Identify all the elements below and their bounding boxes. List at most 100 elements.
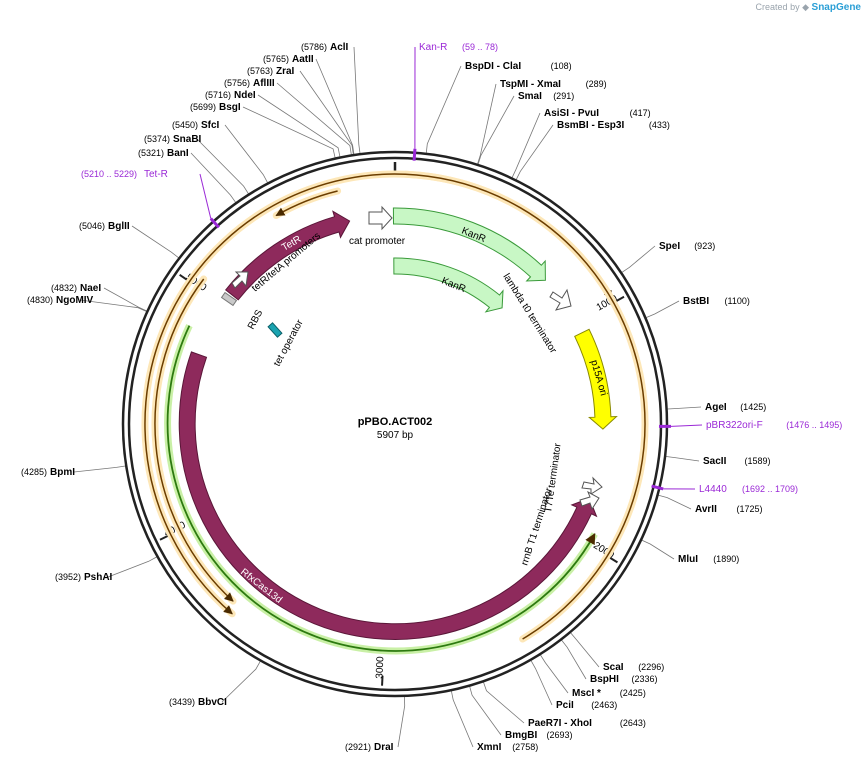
site-leader bbox=[107, 556, 157, 578]
restriction-site[interactable]: (5699)BsgI bbox=[190, 102, 241, 113]
tick-mark bbox=[159, 534, 170, 541]
site-leader bbox=[451, 691, 474, 748]
site-position: (2643) bbox=[620, 718, 646, 728]
primer-mark bbox=[412, 148, 417, 161]
restriction-site[interactable]: PciI(2463) bbox=[556, 700, 617, 711]
restriction-site[interactable]: SpeI(923) bbox=[659, 241, 715, 252]
restriction-site[interactable]: SacII(1589) bbox=[703, 456, 771, 467]
restriction-site[interactable]: PaeR7I - XhoI(2643) bbox=[528, 718, 646, 729]
restriction-site[interactable]: (5450)SfcI bbox=[172, 120, 220, 131]
primer-name: pBR322ori-F bbox=[706, 420, 763, 431]
primer-range: (59 .. 78) bbox=[462, 42, 498, 52]
site-position: (5756) bbox=[224, 78, 250, 88]
primer-annotation[interactable]: (5210 .. 5229)Tet-R bbox=[81, 169, 168, 180]
rbs-label: RBS bbox=[246, 308, 266, 332]
site-name: BmgBI bbox=[505, 730, 537, 741]
credit-brand: SnapGene bbox=[811, 2, 861, 13]
site-name: AatII bbox=[292, 54, 314, 65]
restriction-site[interactable]: ScaI(2296) bbox=[603, 662, 664, 673]
site-leader bbox=[477, 83, 497, 164]
restriction-site[interactable]: MluI(1890) bbox=[678, 554, 739, 565]
p15a-ori-feature bbox=[574, 328, 618, 430]
site-leader bbox=[561, 639, 587, 680]
site-name: NdeI bbox=[234, 90, 256, 101]
restriction-site[interactable]: (4832)NaeI bbox=[51, 283, 101, 294]
restriction-site[interactable]: TspMI - XmaI(289) bbox=[500, 79, 607, 90]
site-leader bbox=[646, 300, 680, 318]
site-name: BsgI bbox=[219, 102, 241, 113]
backbone-inner-ring bbox=[127, 156, 663, 692]
primer-mark bbox=[651, 484, 664, 491]
site-name: MluI bbox=[678, 554, 698, 565]
restriction-site[interactable]: (5716)NdeI bbox=[205, 90, 256, 101]
plasmid-length: 5907 bp bbox=[377, 430, 414, 441]
site-position: (4830) bbox=[27, 295, 53, 305]
restriction-site[interactable]: BspHI(2336) bbox=[590, 674, 658, 685]
site-position: (5046) bbox=[79, 221, 105, 231]
restriction-site[interactable]: MscI *(2425) bbox=[572, 688, 646, 699]
restriction-site[interactable]: (3439)BbvCI bbox=[169, 697, 227, 708]
site-leader-lines bbox=[73, 46, 702, 748]
cat-promoter-glyph bbox=[368, 205, 393, 231]
restriction-site[interactable]: AvrII(1725) bbox=[695, 504, 763, 515]
restriction-site[interactable]: (5786)AclI bbox=[301, 42, 349, 53]
site-name: AclI bbox=[330, 42, 349, 53]
restriction-site[interactable]: AsiSI - PvuI(417) bbox=[544, 108, 651, 119]
site-position: (4285) bbox=[21, 467, 47, 477]
site-leader bbox=[469, 686, 502, 736]
rfxcas13d-feature bbox=[178, 351, 598, 640]
restriction-site[interactable]: (5763)ZraI bbox=[247, 66, 295, 77]
restriction-site[interactable]: (5765)AatII bbox=[263, 54, 314, 65]
site-leader bbox=[242, 106, 336, 158]
site-position: (3439) bbox=[169, 697, 195, 707]
cat-promoter-label: cat promoter bbox=[349, 236, 406, 247]
site-name: SpeI bbox=[659, 241, 680, 252]
site-position: (3952) bbox=[55, 572, 81, 582]
primer-annotation[interactable]: L4440(1692 .. 1709) bbox=[699, 484, 798, 495]
restriction-site[interactable]: AgeI(1425) bbox=[705, 402, 766, 413]
orf-arc-left-1-glow bbox=[272, 187, 342, 219]
site-name: AvrII bbox=[695, 504, 717, 515]
rfx-cds-arc bbox=[166, 325, 596, 652]
site-leader bbox=[483, 682, 525, 724]
primer-mark bbox=[209, 217, 220, 229]
site-position: (5716) bbox=[205, 90, 231, 100]
restriction-site[interactable]: (3952)PshAI bbox=[55, 572, 113, 583]
site-name: TspMI - XmaI bbox=[500, 79, 561, 90]
restriction-site[interactable]: BsmBI - Esp3I(433) bbox=[557, 120, 670, 131]
site-position: (5321) bbox=[138, 148, 164, 158]
site-name: PshAI bbox=[84, 572, 113, 583]
site-position: (2296) bbox=[638, 662, 664, 672]
site-position: (2463) bbox=[591, 700, 617, 710]
primer-name: Tet-R bbox=[144, 169, 168, 180]
restriction-site[interactable]: (2921)DraI bbox=[345, 742, 394, 753]
site-name: BpmI bbox=[50, 467, 75, 478]
site-leader bbox=[73, 465, 126, 473]
restriction-site[interactable]: (5756)AflIII bbox=[224, 78, 275, 89]
site-name: BbvCI bbox=[198, 697, 227, 708]
primer-leader bbox=[199, 173, 212, 219]
restriction-site[interactable]: BspDI - ClaI(108) bbox=[465, 61, 572, 72]
site-position: (5699) bbox=[190, 102, 216, 112]
restriction-site[interactable]: XmnI(2758) bbox=[477, 742, 538, 753]
primer-annotation[interactable]: pBR322ori-F(1476 .. 1495) bbox=[706, 420, 842, 431]
site-position: (2921) bbox=[345, 742, 371, 752]
orf-arc-left-2 bbox=[154, 278, 234, 602]
tick-mark bbox=[608, 556, 618, 564]
site-name: BglII bbox=[108, 221, 130, 232]
restriction-site[interactable]: (4830)NgoMIV bbox=[27, 295, 94, 306]
restriction-site[interactable]: (4285)BpmI bbox=[21, 467, 75, 478]
tet-promoters-glyph bbox=[231, 271, 249, 289]
restriction-site[interactable]: (5374)SnaBI bbox=[144, 134, 202, 145]
restriction-site[interactable]: BstBI(1100) bbox=[683, 296, 750, 307]
restriction-site[interactable]: BmgBI (2693) bbox=[505, 730, 573, 741]
restriction-site[interactable]: (5321)BanI bbox=[138, 148, 189, 159]
rrnb-terminator-glyph bbox=[579, 490, 600, 511]
tet-operator-glyph bbox=[267, 322, 283, 338]
primer-annotation[interactable]: Kan-R(59 .. 78) bbox=[419, 42, 498, 53]
site-position: (2693) bbox=[547, 730, 573, 740]
restriction-sites: (5786)AclI(5765)AatII(5763)ZraI(5756)Afl… bbox=[21, 42, 771, 753]
restriction-site[interactable]: (5046)BglII bbox=[79, 221, 130, 232]
restriction-site[interactable]: SmaI(291) bbox=[518, 91, 574, 102]
site-name: AflIII bbox=[253, 78, 275, 89]
